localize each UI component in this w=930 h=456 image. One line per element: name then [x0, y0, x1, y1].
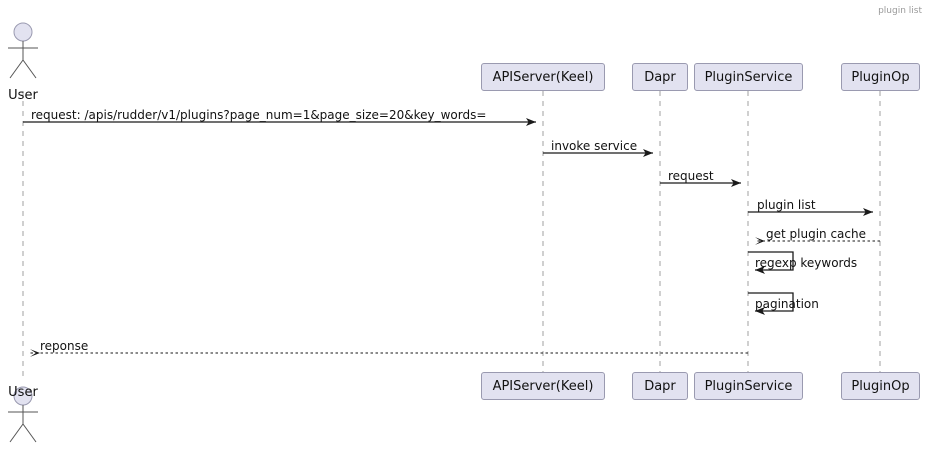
msg-get-plugin-cache-label: get plugin cache	[766, 227, 866, 241]
actor-leg-left	[9, 59, 24, 79]
diagram-title: plugin list	[878, 6, 922, 16]
msg-pagination-label: pagination	[755, 297, 819, 311]
participant-pluginop-top[interactable]: PluginOp	[841, 63, 920, 91]
participant-apiserver-bottom[interactable]: APIServer(Keel)	[481, 372, 605, 400]
msg-reponse-label: reponse	[40, 339, 89, 353]
msg-request-plugins-label: request: /apis/rudder/v1/plugins?page_nu…	[31, 108, 487, 122]
lifelines-group	[22, 91, 881, 380]
arrows-group	[23, 118, 880, 357]
participant-dapr-bottom[interactable]: Dapr	[632, 372, 688, 400]
participant-pluginop-bottom[interactable]: PluginOp	[841, 372, 920, 400]
msg-invoke-service-label: invoke service	[551, 139, 638, 153]
actor-label-user-top: User	[8, 88, 38, 103]
msg-request-label: request	[668, 169, 714, 183]
msg-regexp-keywords-label: regexp keywords	[755, 256, 858, 270]
actor-head	[13, 22, 33, 42]
participant-apiserver-top[interactable]: APIServer(Keel)	[481, 63, 605, 91]
msg-pagination-path	[748, 292, 794, 315]
actor-leg-right	[22, 423, 37, 443]
actor-leg-left	[9, 423, 24, 443]
participant-pluginservice-bottom[interactable]: PluginService	[694, 372, 803, 400]
msg-regexp-keywords-path	[748, 251, 794, 274]
actor-user-bottom	[8, 386, 38, 443]
actor-leg-right	[22, 59, 37, 79]
actor-label-user-bottom: User	[8, 385, 38, 400]
msg-plugin-list-label: plugin list	[757, 198, 816, 212]
actor-user-top	[8, 22, 38, 79]
actors-group	[8, 22, 38, 443]
participant-dapr-top[interactable]: Dapr	[632, 63, 688, 91]
participant-pluginservice-top[interactable]: PluginService	[694, 63, 803, 91]
